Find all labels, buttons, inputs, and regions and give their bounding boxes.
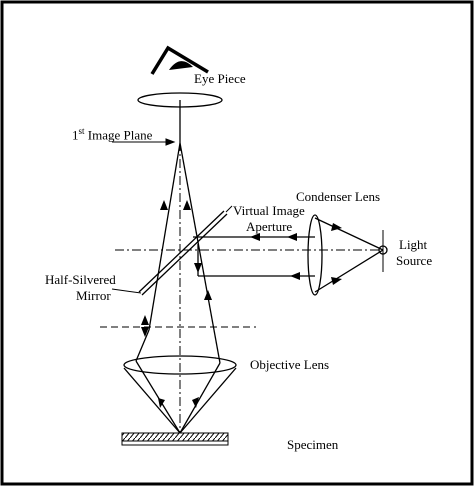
objective-lens — [123, 355, 237, 375]
mirror-label: Mirror — [76, 288, 111, 303]
condenser-lens — [307, 214, 323, 296]
source-label: Source — [396, 253, 433, 268]
light-rays — [123, 142, 384, 434]
eye-piece-label: Eye Piece — [194, 71, 246, 86]
image-plane-sup: st — [78, 126, 85, 136]
ray-arrowheads — [141, 200, 342, 408]
virtual-image-label: Virtual Image — [233, 203, 305, 218]
aperture-label: Aperture — [246, 219, 293, 234]
optical-axis — [115, 108, 383, 433]
light-label: Light — [399, 237, 428, 252]
half-silvered-mirror — [138, 210, 228, 296]
image-plane-number: 1 — [72, 127, 79, 143]
specimen-slide — [121, 432, 229, 446]
specimen-label: Specimen — [287, 437, 339, 452]
image-plane-label: 1st Image Plane — [72, 124, 152, 142]
objective-lens-label: Objective Lens — [250, 357, 330, 372]
half-silvered-label: Half-Silvered — [45, 272, 116, 287]
condenser-lens-label: Condenser Lens — [296, 189, 381, 204]
label-leaders — [111, 138, 233, 294]
eye-icon — [150, 45, 209, 75]
image-plane-text: Image Plane — [84, 127, 153, 143]
